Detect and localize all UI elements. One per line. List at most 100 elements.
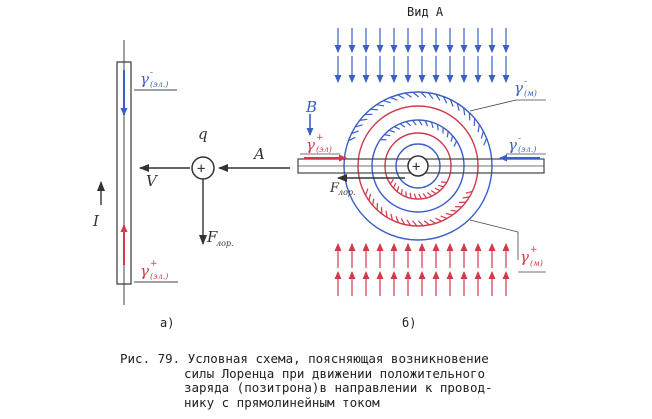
- svg-text:-: -: [524, 77, 527, 87]
- svg-text:+: +: [316, 133, 324, 143]
- hatch-mark: [480, 131, 484, 139]
- hatch-mark: [390, 213, 394, 221]
- svg-text:+: +: [530, 245, 538, 255]
- caption-line-1: Рис. 79. Условная схема, поясняющая возн…: [120, 351, 489, 366]
- hatch-mark: [473, 118, 476, 127]
- svg-text:F: F: [206, 228, 218, 246]
- svg-text:лор.: лор.: [216, 239, 234, 248]
- view-title: Вид А: [407, 5, 444, 19]
- caption-line-4: нику с прямолинейным током: [184, 394, 380, 410]
- hatch-mark: [384, 134, 391, 137]
- diagram-a: γ - (эл.) γ + (эл.) I V + q A F лор. а): [92, 40, 290, 330]
- hatch-mark: [389, 178, 394, 185]
- hatch-mark: [430, 121, 434, 129]
- hatch-mark: [388, 129, 395, 133]
- view-a-label: A: [252, 145, 265, 163]
- figure-caption: Рис. 79. Условная схема, поясняющая возн…: [120, 351, 640, 410]
- top-field-lines: [334, 28, 510, 83]
- hatch-mark: [440, 215, 448, 220]
- hatch-mark: [477, 124, 480, 133]
- svg-text:γ: γ: [140, 262, 149, 280]
- hatch-mark: [368, 193, 372, 201]
- hatch-mark: [383, 100, 391, 104]
- hatch-mark: [418, 119, 423, 126]
- hatch-mark: [411, 119, 417, 126]
- svg-text:B: B: [305, 98, 317, 116]
- svg-text:-: -: [518, 134, 521, 144]
- hatch-mark: [424, 120, 429, 127]
- hatch-mark: [456, 103, 460, 111]
- force-label: F лор.: [206, 228, 234, 248]
- hatch-mark: [404, 92, 412, 98]
- hatch-mark: [435, 93, 441, 101]
- charge-view: [407, 155, 429, 177]
- svg-text:(м): (м): [524, 89, 537, 98]
- hatch-mark: [465, 190, 473, 194]
- hatch-mark: [438, 184, 444, 188]
- hatch-mark: [355, 124, 363, 128]
- svg-text:(эл.): (эл.): [150, 80, 168, 89]
- hatch-mark: [442, 96, 448, 104]
- hatch-mark: [400, 189, 403, 195]
- hatch-mark: [364, 188, 369, 196]
- force-view-label: F лор.: [329, 181, 356, 197]
- hatch-mark: [436, 124, 439, 131]
- hatch-mark: [434, 187, 441, 192]
- hatch-mark: [422, 193, 427, 199]
- hatch-mark: [430, 190, 437, 195]
- hatch-mark: [435, 217, 442, 222]
- hatch-mark: [441, 181, 447, 184]
- svg-text:γ: γ: [306, 136, 315, 154]
- current-label: I: [92, 212, 100, 230]
- right-charge-label: γ - (эл.): [506, 134, 546, 155]
- svg-text:+: +: [150, 259, 158, 269]
- svg-text:F: F: [329, 181, 340, 196]
- hatch-mark: [450, 209, 458, 212]
- svg-text:-: -: [150, 68, 153, 78]
- hatch-mark: [445, 212, 453, 216]
- svg-text:(эл.): (эл.): [518, 145, 536, 154]
- hatch-mark: [427, 92, 434, 100]
- hatch-mark: [400, 218, 406, 225]
- svg-text:γ: γ: [520, 248, 529, 266]
- hatch-mark: [412, 91, 420, 98]
- hatch-mark: [413, 193, 417, 200]
- conductor: [116, 61, 132, 285]
- electron-label: γ - (эл.): [134, 68, 177, 91]
- bottom-field-lines: [334, 243, 510, 296]
- hatch-mark: [372, 198, 375, 206]
- hatch-mark: [462, 196, 470, 199]
- top-field-label: γ - (м): [469, 77, 546, 112]
- hatch-mark: [396, 186, 400, 192]
- hatch-mark: [453, 140, 458, 147]
- svg-text:(эл.): (эл.): [150, 272, 168, 281]
- charge-view-symbol: +: [412, 159, 420, 175]
- hatch-mark: [446, 131, 449, 138]
- hatch-mark: [405, 121, 412, 127]
- charge-symbol: +: [197, 161, 205, 177]
- svg-text:(эл): (эл): [316, 145, 332, 154]
- hatch-mark: [370, 108, 379, 111]
- caption-b: б): [402, 316, 416, 330]
- hatch-mark: [483, 138, 488, 146]
- hatch-mark: [399, 123, 406, 128]
- svg-text:γ: γ: [508, 136, 517, 154]
- field-b-indicator: B: [305, 98, 317, 136]
- hatch-mark: [406, 219, 412, 226]
- hatch-mark: [426, 191, 432, 197]
- hatch-mark: [420, 91, 427, 98]
- hatch-mark: [348, 136, 356, 142]
- charge-label: q: [198, 125, 208, 143]
- hatch-mark: [392, 182, 397, 189]
- hatch-mark: [429, 219, 436, 224]
- hatch-mark: [412, 220, 418, 227]
- svg-text:(м): (м): [530, 259, 543, 268]
- svg-text:γ: γ: [140, 70, 149, 88]
- hatch-mark: [449, 99, 454, 107]
- positron-label: γ + (эл.): [134, 259, 178, 283]
- hatch-mark: [423, 220, 430, 226]
- svg-text:лор.: лор.: [338, 188, 356, 197]
- hatch-mark: [397, 94, 405, 99]
- caption-line-2: силы Лоренца при движении положительного: [184, 365, 486, 381]
